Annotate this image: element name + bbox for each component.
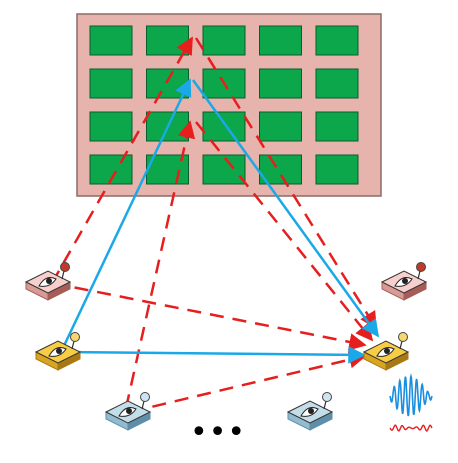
surface-element <box>259 68 302 99</box>
surface-element <box>89 111 133 142</box>
device-pupil <box>56 348 62 354</box>
blue-transmitter-left <box>104 392 152 431</box>
blue-link-surface-to-receiver <box>191 79 380 338</box>
waveform <box>389 373 433 432</box>
device-antenna-tip <box>322 392 332 402</box>
device-antenna-tip <box>70 332 80 342</box>
device-antenna-stem <box>71 340 75 350</box>
yellow-transmitter-left <box>34 332 82 371</box>
device-antenna-tip <box>140 392 150 402</box>
blue-link-yellow-to-receiver <box>61 346 366 364</box>
pink-transmitter-left <box>24 262 72 301</box>
surface-element <box>315 154 359 185</box>
device-antenna-tip <box>416 262 426 272</box>
red-link-surface-to-receiver-2 <box>195 121 374 342</box>
direct-links <box>60 78 380 364</box>
surface-element <box>259 111 302 142</box>
surface-element <box>315 111 359 142</box>
surface-element <box>146 25 189 56</box>
red-link-blue-to-surface <box>124 120 196 409</box>
surface-element <box>315 25 359 56</box>
surface-element <box>89 68 133 99</box>
device-antenna-stem <box>61 270 65 280</box>
surface-element <box>89 25 133 56</box>
yellow-receiver-right <box>362 332 410 371</box>
device-antenna-stem <box>417 270 421 280</box>
red-link-surface-to-receiver-1 <box>194 37 378 330</box>
device-pupil <box>384 348 390 354</box>
reflecting-surface <box>76 13 382 197</box>
blue-device-right <box>286 392 334 431</box>
waveform-blue <box>389 373 433 417</box>
device-pupil <box>402 278 408 284</box>
surface-element <box>202 25 246 56</box>
blue-link-yellow-to-surface <box>60 78 192 351</box>
surface-element <box>315 68 359 99</box>
device-antenna-stem <box>141 400 145 410</box>
device-antenna-stem <box>399 340 403 350</box>
waveform-red <box>389 424 433 432</box>
reflected-links <box>50 36 378 414</box>
surface-element <box>259 154 302 185</box>
more-devices-ellipsis: ••• <box>190 415 247 450</box>
surface-element <box>202 154 246 185</box>
device-antenna-tip <box>398 332 408 342</box>
devices <box>24 262 428 431</box>
device-antenna-stem <box>323 400 327 410</box>
surface-element <box>259 25 302 56</box>
red-link-blue-to-receiver <box>129 351 367 414</box>
device-pupil <box>46 278 52 284</box>
pink-device-right <box>380 262 428 301</box>
red-link-pink-to-receiver <box>51 281 367 351</box>
device-pupil <box>126 408 132 414</box>
device-pupil <box>308 408 314 414</box>
surface-element <box>202 111 246 142</box>
device-antenna-tip <box>60 262 70 272</box>
red-link-pink-to-surface <box>50 36 194 284</box>
